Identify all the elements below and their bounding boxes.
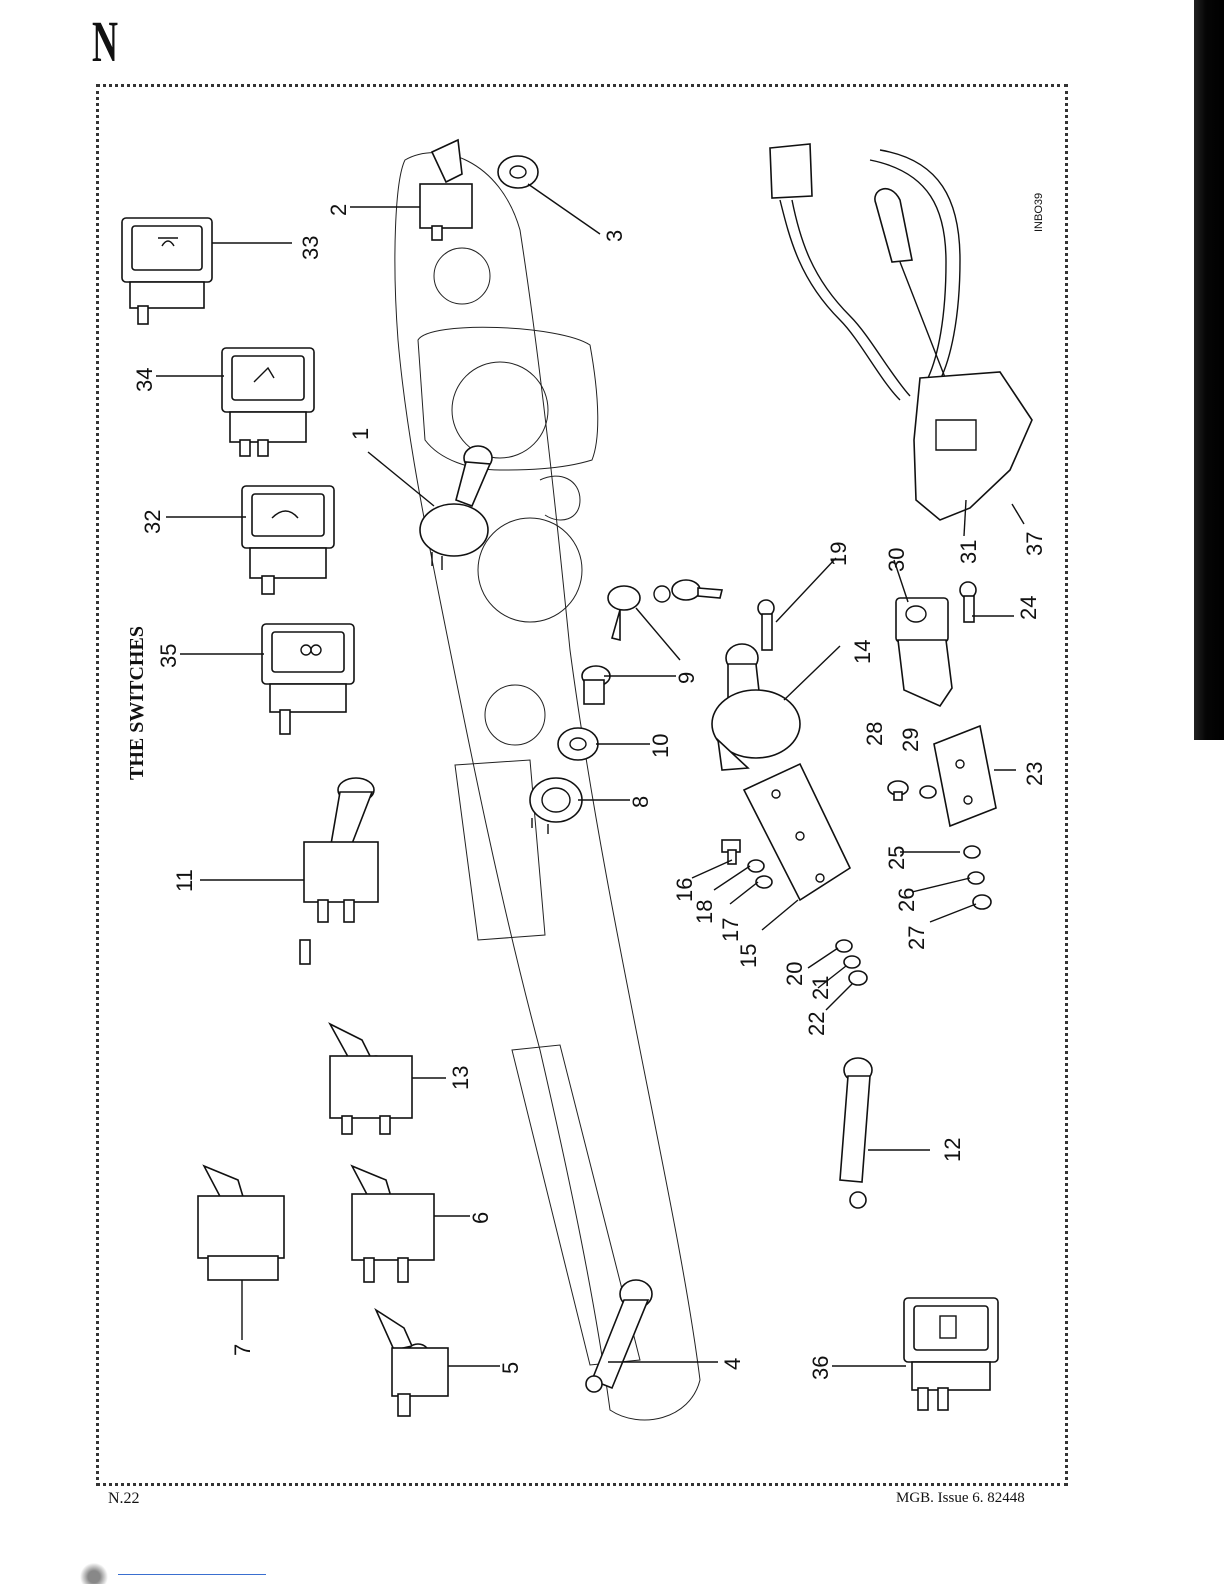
callout-24: 24 xyxy=(1016,596,1041,620)
callout-18: 18 xyxy=(692,900,717,924)
switch-35 xyxy=(262,624,354,734)
switch-6 xyxy=(352,1166,434,1282)
callout-8: 8 xyxy=(628,796,653,808)
switch-36 xyxy=(904,1298,998,1410)
screw-19 xyxy=(758,600,774,650)
callout-23: 23 xyxy=(1022,762,1047,786)
callout-9: 9 xyxy=(674,672,699,684)
callout-11: 11 xyxy=(172,869,197,892)
scan-mark xyxy=(78,1548,118,1584)
callout-1: 1 xyxy=(348,428,373,440)
switch-34 xyxy=(222,348,314,456)
nut-10 xyxy=(558,728,598,760)
callout-15: 15 xyxy=(736,944,761,968)
callout-20: 20 xyxy=(782,962,807,986)
washers-17-18 xyxy=(748,860,772,888)
drawing-reference: INBO39 xyxy=(1033,193,1045,232)
callout-19: 19 xyxy=(826,542,851,566)
callout-22: 22 xyxy=(804,1012,829,1036)
callout-31: 31 xyxy=(956,540,981,564)
switch-4 xyxy=(586,1280,652,1392)
switch-33 xyxy=(122,218,212,324)
scan-underline xyxy=(118,1574,266,1575)
switch-5 xyxy=(376,1310,448,1416)
switch-12 xyxy=(840,1058,872,1208)
switch-31-37-assembly xyxy=(770,144,1032,520)
callout-33: 33 xyxy=(298,236,323,260)
switch-7 xyxy=(198,1166,284,1280)
callout-29: 29 xyxy=(898,728,923,752)
callout-10: 10 xyxy=(648,734,673,758)
bezel-9-plug xyxy=(582,666,610,704)
callout-37: 37 xyxy=(1022,532,1047,556)
callout-13: 13 xyxy=(448,1066,473,1090)
page-number: N.22 xyxy=(108,1490,140,1508)
switch-13 xyxy=(330,1024,412,1134)
callout-14: 14 xyxy=(850,640,875,664)
callout-16: 16 xyxy=(672,878,697,902)
callout-17: 17 xyxy=(718,918,743,942)
callout-35: 35 xyxy=(156,644,181,668)
grommet-3 xyxy=(498,156,538,188)
callout-6: 6 xyxy=(468,1212,493,1224)
callout-34: 34 xyxy=(132,368,157,392)
callout-12: 12 xyxy=(940,1138,965,1162)
switch-2 xyxy=(420,140,472,240)
callout-5: 5 xyxy=(498,1362,523,1374)
bracket-23 xyxy=(934,726,996,826)
callout-7: 7 xyxy=(230,1344,255,1356)
switch-11 xyxy=(300,778,378,964)
callout-26: 26 xyxy=(894,888,919,912)
fixings-20-22 xyxy=(836,940,867,985)
callout-2: 2 xyxy=(326,204,351,216)
page-title: THE SWITCHES xyxy=(126,626,149,780)
switch-30 xyxy=(896,598,952,706)
callout-28: 28 xyxy=(862,722,887,746)
keys-9 xyxy=(608,580,722,640)
callout-27: 27 xyxy=(904,926,929,950)
callout-32: 32 xyxy=(140,510,165,534)
switch-8 xyxy=(530,778,582,834)
fixings-25-27 xyxy=(964,846,991,909)
callout-4: 4 xyxy=(720,1358,745,1370)
callout-36: 36 xyxy=(808,1356,833,1380)
callout-30: 30 xyxy=(884,548,909,572)
callout-25: 25 xyxy=(884,846,909,870)
footer-reference: MGB. Issue 6. 82448 xyxy=(896,1490,1025,1507)
callout-21: 21 xyxy=(808,976,833,1000)
switch-14 xyxy=(712,644,800,770)
callout-3: 3 xyxy=(602,230,627,242)
screw-28-washer-29 xyxy=(888,781,936,800)
switch-32 xyxy=(242,486,334,594)
